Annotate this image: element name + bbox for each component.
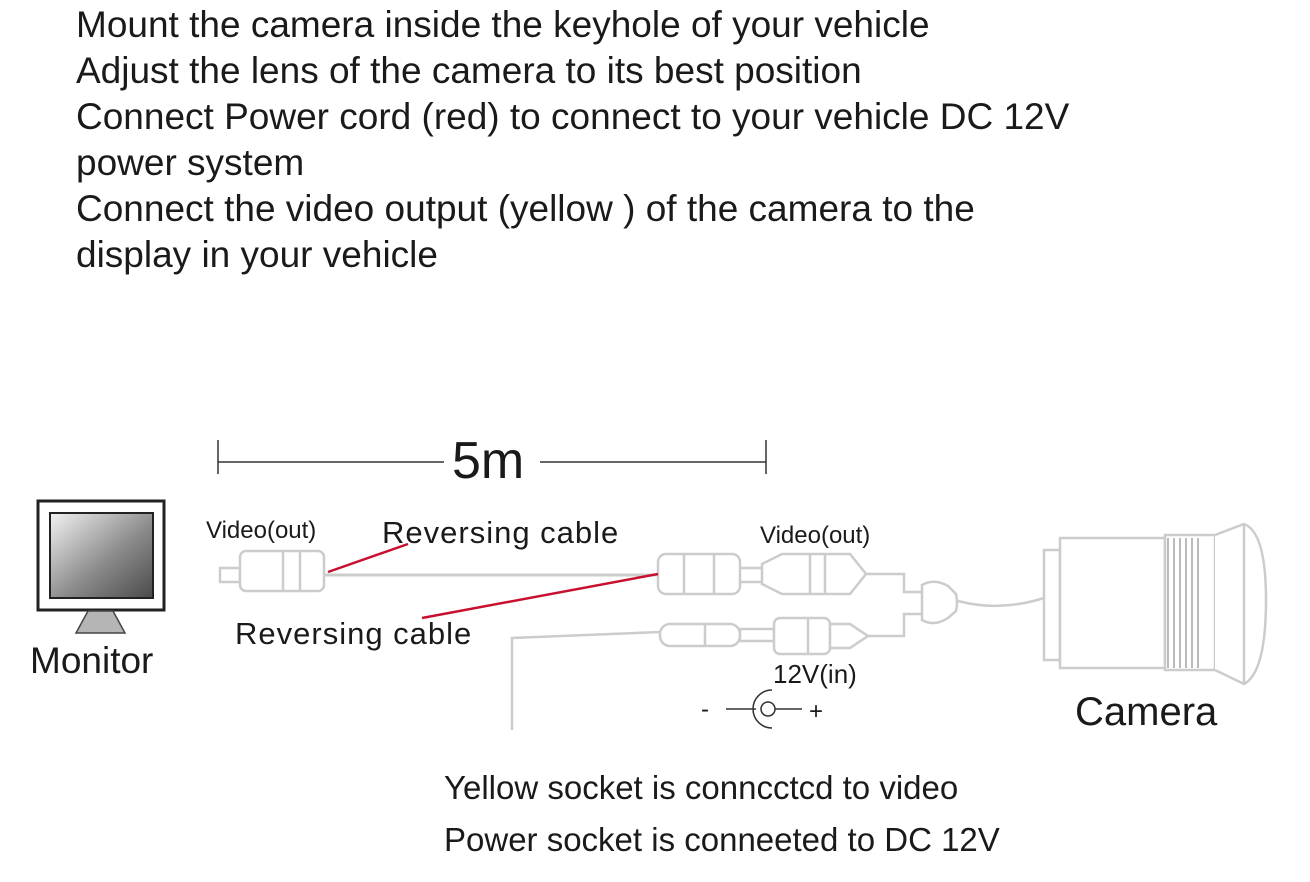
- camera-label: Camera: [1075, 690, 1218, 734]
- video-out-left-label: Video(out): [206, 517, 316, 544]
- power-plug: [510, 616, 871, 730]
- plus-sign: +: [809, 698, 823, 725]
- instruction-line: Adjust the lens of the camera to its bes…: [76, 50, 862, 91]
- minus-sign: -: [701, 696, 709, 723]
- connection-notes: Yellow socket is conncctcd to video Powe…: [444, 762, 1000, 866]
- callout-line-top: [327, 542, 409, 574]
- cable-junction: [866, 572, 1045, 638]
- callout-line-bottom: [421, 572, 659, 620]
- video-out-right-label: Video(out): [760, 522, 870, 549]
- reversing-cable-callouts: [327, 542, 659, 620]
- instruction-line: power system: [76, 142, 305, 183]
- right-video-socket: [656, 552, 762, 596]
- instruction-line: Connect the video output (yellow ) of th…: [76, 188, 975, 229]
- instruction-line: display in your vehicle: [76, 234, 438, 275]
- left-video-plug: [218, 549, 326, 593]
- instruction-line: Mount the camera inside the keyhole of y…: [76, 4, 930, 45]
- note-line: Yellow socket is conncctcd to video: [444, 769, 959, 806]
- instruction-list: Mount the camera inside the keyhole of y…: [76, 2, 1276, 278]
- monitor-icon: [36, 499, 166, 634]
- power-in-label: 12V(in): [773, 659, 857, 689]
- camera-icon: [1042, 522, 1268, 686]
- camera-video-plug: [760, 552, 868, 596]
- note-line: Power socket is conneeted to DC 12V: [444, 821, 1000, 858]
- length-dimension: [217, 440, 767, 474]
- dc-jack-symbol: [726, 689, 802, 729]
- reversing-cable-top-label: Reversing cable: [382, 515, 619, 550]
- reversing-cable-bottom-label: Reversing cable: [235, 616, 472, 651]
- length-label: 5m: [452, 432, 524, 490]
- instruction-line: Connect Power cord (red) to connect to y…: [76, 96, 1070, 137]
- monitor-label: Monitor: [30, 640, 153, 681]
